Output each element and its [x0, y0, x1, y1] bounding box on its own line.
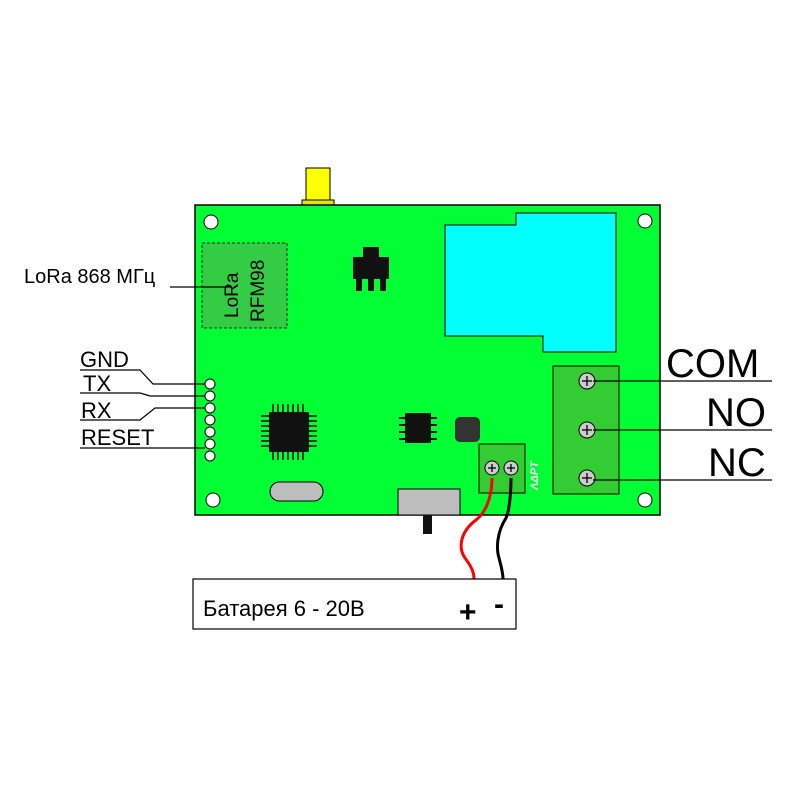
- battery-box: Батарея 6 - 20В + -: [192, 578, 517, 630]
- pin-label-reset: RESET: [81, 425, 154, 450]
- power-switch: [397, 488, 461, 534]
- pin-label-tx: TX: [83, 371, 111, 396]
- battery-plus-sign: +: [459, 596, 477, 629]
- mounting-holes: [203, 213, 653, 508]
- lora-module-label: LoRa: [222, 272, 243, 318]
- lora-868-label: LoRa 868 МГц: [24, 266, 155, 288]
- terminal-label-com: COM: [666, 342, 759, 386]
- soic-chip: [399, 413, 437, 443]
- pin-label-rx: RX: [81, 398, 112, 423]
- brand-logo: ΛΔPT: [529, 460, 541, 491]
- lora-module: LoRa RFM98: [201, 242, 288, 329]
- power-terminal-block: [478, 443, 526, 494]
- crystal: [269, 481, 324, 502]
- terminal-label-no: NO: [706, 391, 766, 435]
- terminal-label-nc: NC: [708, 441, 766, 485]
- battery-label: Батарея 6 - 20В: [203, 596, 365, 621]
- pin-callouts: GND TX RX RESET: [80, 347, 205, 450]
- inductor: [455, 417, 480, 442]
- wire-negative: [496, 477, 513, 580]
- lora-callout: LoRa 868 МГц: [24, 266, 232, 288]
- wire-positive: [459, 477, 494, 580]
- relay-callouts: COM NO NC: [593, 342, 772, 485]
- battery-minus-sign: -: [494, 588, 504, 621]
- relay: [444, 212, 617, 353]
- rfm98-label: RFM98: [248, 260, 269, 322]
- voltage-regulator: [353, 247, 389, 291]
- pin-header: [204, 378, 216, 462]
- pin-label-gnd: GND: [80, 347, 129, 372]
- microcontroller-chip: [261, 404, 317, 460]
